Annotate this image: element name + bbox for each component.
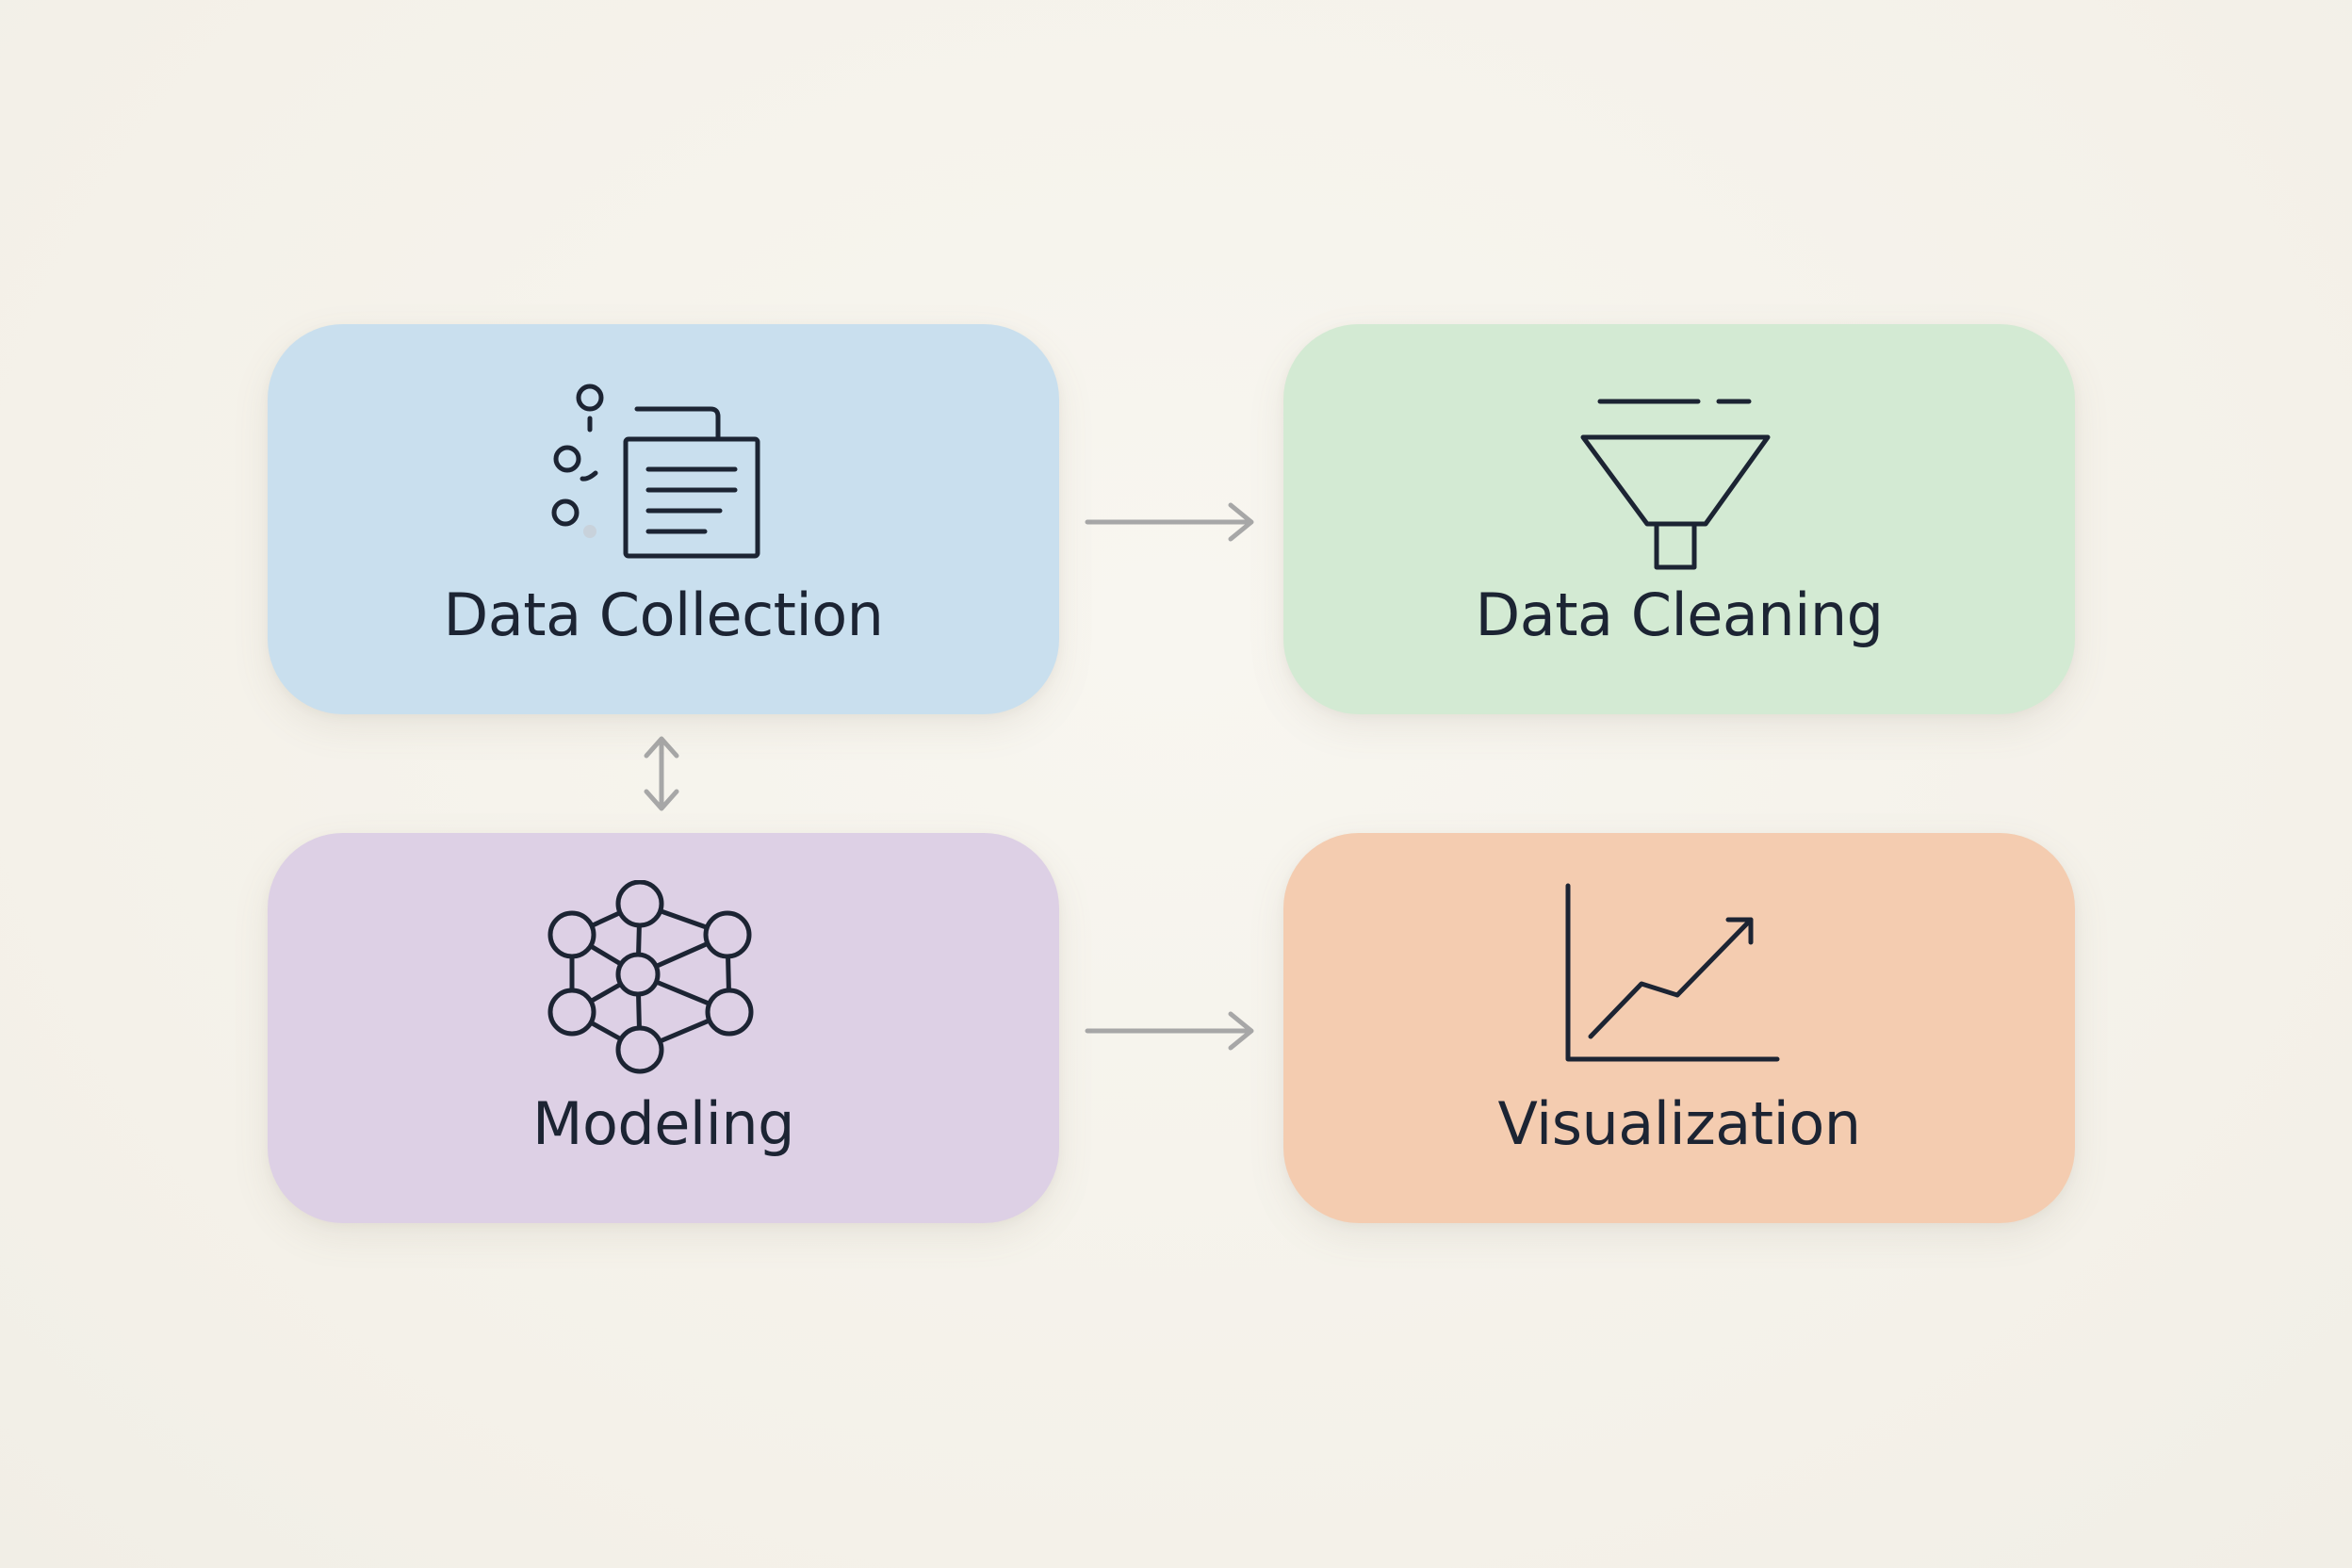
- node-data-collection[interactable]: Data Collection: [268, 324, 1059, 714]
- arrow-collection-to-modeling: [644, 736, 679, 811]
- node-label: Modeling: [531, 1089, 795, 1158]
- line-chart-icon: [1538, 880, 1821, 1097]
- network-graph-icon: [522, 880, 805, 1097]
- node-label: Visualization: [1497, 1089, 1861, 1158]
- node-label: Data Collection: [443, 580, 884, 649]
- node-label: Data Cleaning: [1475, 580, 1884, 649]
- node-modeling[interactable]: Modeling: [268, 833, 1059, 1223]
- node-data-cleaning[interactable]: Data Cleaning: [1283, 324, 2075, 714]
- node-visualization[interactable]: Visualization: [1283, 833, 2075, 1223]
- document-collection-icon: [522, 371, 805, 588]
- arrow-modeling-to-visualization: [1085, 1011, 1254, 1051]
- arrow-collection-to-cleaning: [1085, 502, 1254, 542]
- funnel-filter-icon: [1538, 371, 1821, 588]
